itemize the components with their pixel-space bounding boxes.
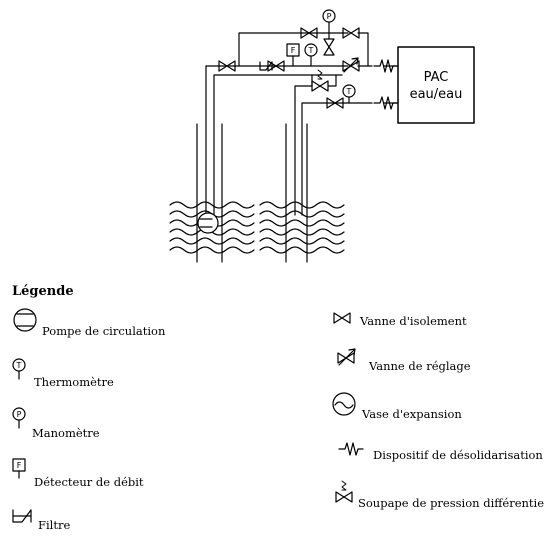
legend-label-differential-valve: Soupape de pression différentielle <box>358 496 544 510</box>
legend-icons: T P F <box>12 308 364 523</box>
isolation-valve-gauge <box>323 38 335 56</box>
legend-label-thermometer: Thermomètre <box>34 375 114 389</box>
manometer-legend-icon <box>12 407 26 429</box>
thermometer-return-letter: T <box>346 87 352 96</box>
legend-label-flow-detector: Détecteur de débit <box>34 475 144 489</box>
return-piping <box>294 74 399 134</box>
legend-label-regulating-valve: Vanne de réglage <box>369 359 471 373</box>
thermometer-supply-icon <box>304 43 318 57</box>
legend-label-decoupling: Dispositif de désolidarisation <box>373 448 543 462</box>
legend-label-filter: Filtre <box>38 518 71 532</box>
submersible-pump-icon <box>197 212 219 234</box>
left-well <box>169 65 255 263</box>
legend-label-isolation-valve: Vanne d'isolement <box>360 314 467 328</box>
regulating-valve-icon <box>337 348 356 366</box>
thermometer-icon <box>12 358 26 380</box>
decoupling-device-supply <box>373 59 399 73</box>
filter-legend-icon <box>12 509 32 523</box>
differential-pressure-valve <box>311 80 329 92</box>
manometer-icon <box>322 9 336 23</box>
heat-pump-label-2: eau/eau <box>410 87 463 102</box>
legend-label-pump: Pompe de circulation <box>42 324 166 338</box>
legend-label-expansion-vessel: Vase d'expansion <box>362 407 462 421</box>
flow-detector-icon <box>286 43 300 57</box>
right-well <box>259 99 345 263</box>
regulating-valve <box>342 57 360 73</box>
flow-detector-legend-icon <box>12 458 26 479</box>
legend-title: Légende <box>12 284 74 299</box>
isolation-valve-icon <box>333 312 351 324</box>
decoupling-device-icon <box>338 442 364 456</box>
heat-pump-label-1: PAC <box>424 70 449 85</box>
differential-pressure-valve-icon <box>335 480 353 503</box>
decoupling-device-return <box>373 96 399 110</box>
expansion-vessel-icon <box>332 392 356 416</box>
thermometer-return-icon <box>342 84 356 98</box>
legend-thermometer-letter: T <box>16 361 22 370</box>
legend-label-manometer: Manomètre <box>32 426 100 440</box>
heat-pump-box <box>397 46 475 124</box>
thermometer-letter: T <box>308 46 314 55</box>
circulation-pump-icon <box>13 308 37 332</box>
flow-letter: F <box>291 46 296 55</box>
legend-flow-letter: F <box>17 461 22 470</box>
manometer-letter: P <box>327 12 332 21</box>
legend-manometer-letter: P <box>17 410 22 419</box>
